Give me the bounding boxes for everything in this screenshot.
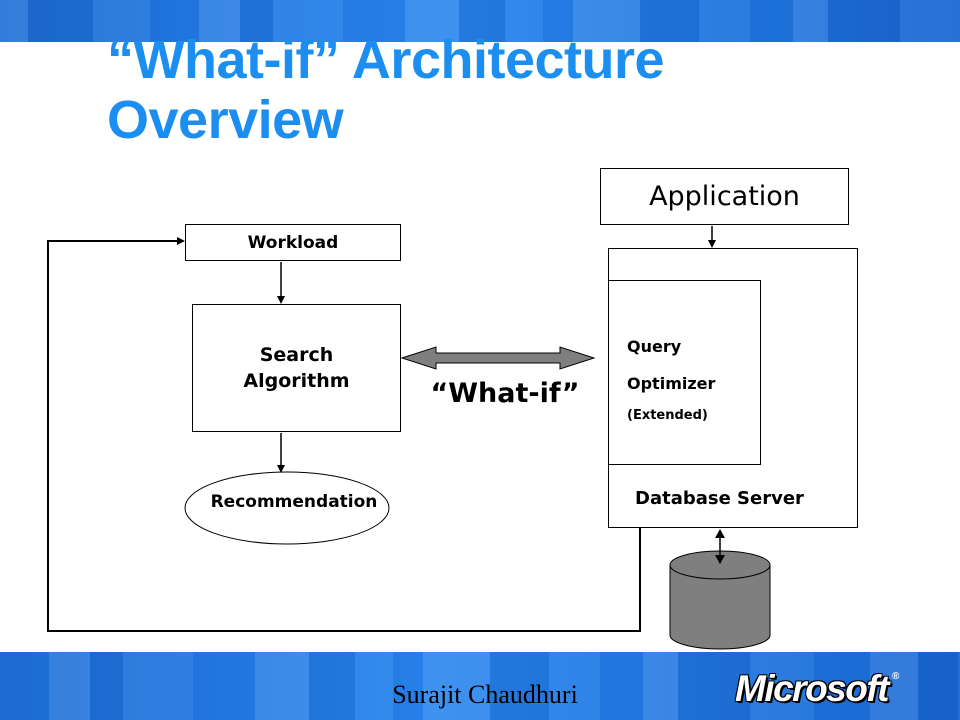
- band-tile: [309, 652, 355, 720]
- band-tile: [90, 652, 123, 720]
- band-tile: [505, 0, 543, 42]
- database-cylinder: [669, 550, 771, 650]
- band-tile: [405, 0, 459, 42]
- band-tile: [355, 652, 393, 720]
- query-optimizer-box: [608, 280, 761, 465]
- footer-band: [0, 652, 960, 720]
- band-tile: [393, 652, 423, 720]
- band-tile: [678, 652, 750, 720]
- band-tile: [600, 652, 643, 720]
- band-tile: [573, 0, 640, 42]
- band-tile: [750, 652, 814, 720]
- band-tile: [0, 652, 49, 720]
- slide-title: “What-if” Architecture Overview: [107, 30, 867, 150]
- extended-label: (Extended): [627, 408, 708, 423]
- band-tile: [199, 0, 240, 42]
- band-tile: [0, 0, 28, 42]
- query-label: Query: [627, 337, 682, 356]
- band-tile: [814, 652, 870, 720]
- what-if-double-arrow: [400, 346, 596, 370]
- feedback-loop-arrow: [47, 237, 641, 632]
- band-tile: [828, 0, 900, 42]
- search-algorithm-box: Search Algorithm: [192, 304, 401, 432]
- application-label: Application: [649, 181, 800, 212]
- server-database-arrow: [715, 529, 725, 564]
- logo-text: Microsoft: [735, 668, 890, 709]
- search-algorithm-line-1: Search: [259, 344, 334, 366]
- band-tile: [255, 652, 309, 720]
- search-algorithm-line-2: Algorithm: [243, 370, 350, 392]
- band-tile: [958, 652, 960, 720]
- band-tile: [699, 0, 750, 42]
- what-if-label: “What-if”: [430, 378, 580, 409]
- band-tile: [49, 652, 90, 720]
- band-tile: [900, 0, 960, 42]
- recommendation-label: Recommendation: [210, 492, 378, 512]
- slide-title-line-1: “What-if” Architecture: [107, 30, 665, 90]
- band-tile: [193, 652, 255, 720]
- band-tile: [643, 652, 678, 720]
- recommendation-ellipse: [184, 471, 390, 545]
- band-tile: [793, 0, 828, 42]
- band-tile: [123, 652, 193, 720]
- band-tile: [549, 652, 600, 720]
- band-tile: [343, 0, 405, 42]
- author-name: Surajit Chaudhuri: [392, 680, 578, 709]
- optimizer-label: Optimizer: [627, 374, 716, 393]
- band-tile: [150, 0, 199, 42]
- band-tile: [93, 0, 150, 42]
- band-tile: [273, 0, 343, 42]
- workload-box: Workload: [185, 224, 401, 261]
- band-tile: [543, 0, 573, 42]
- band-tile: [459, 0, 505, 42]
- band-tile: [28, 0, 93, 42]
- band-tile: [918, 652, 958, 720]
- search-algorithm-label: Search Algorithm: [243, 342, 349, 394]
- band-tile: [490, 652, 549, 720]
- database-server-label: Database Server: [635, 488, 804, 509]
- microsoft-logo: Microsoft®: [735, 668, 899, 710]
- band-tile: [640, 0, 699, 42]
- band-tile: [750, 0, 793, 42]
- registered-mark: ®: [892, 671, 900, 682]
- header-band: [0, 0, 960, 42]
- application-box: Application: [600, 168, 849, 225]
- slide-title-line-2: Overview: [107, 90, 344, 150]
- band-tile: [240, 0, 273, 42]
- workload-label: Workload: [247, 232, 339, 253]
- band-tile: [870, 652, 918, 720]
- band-tile: [423, 652, 490, 720]
